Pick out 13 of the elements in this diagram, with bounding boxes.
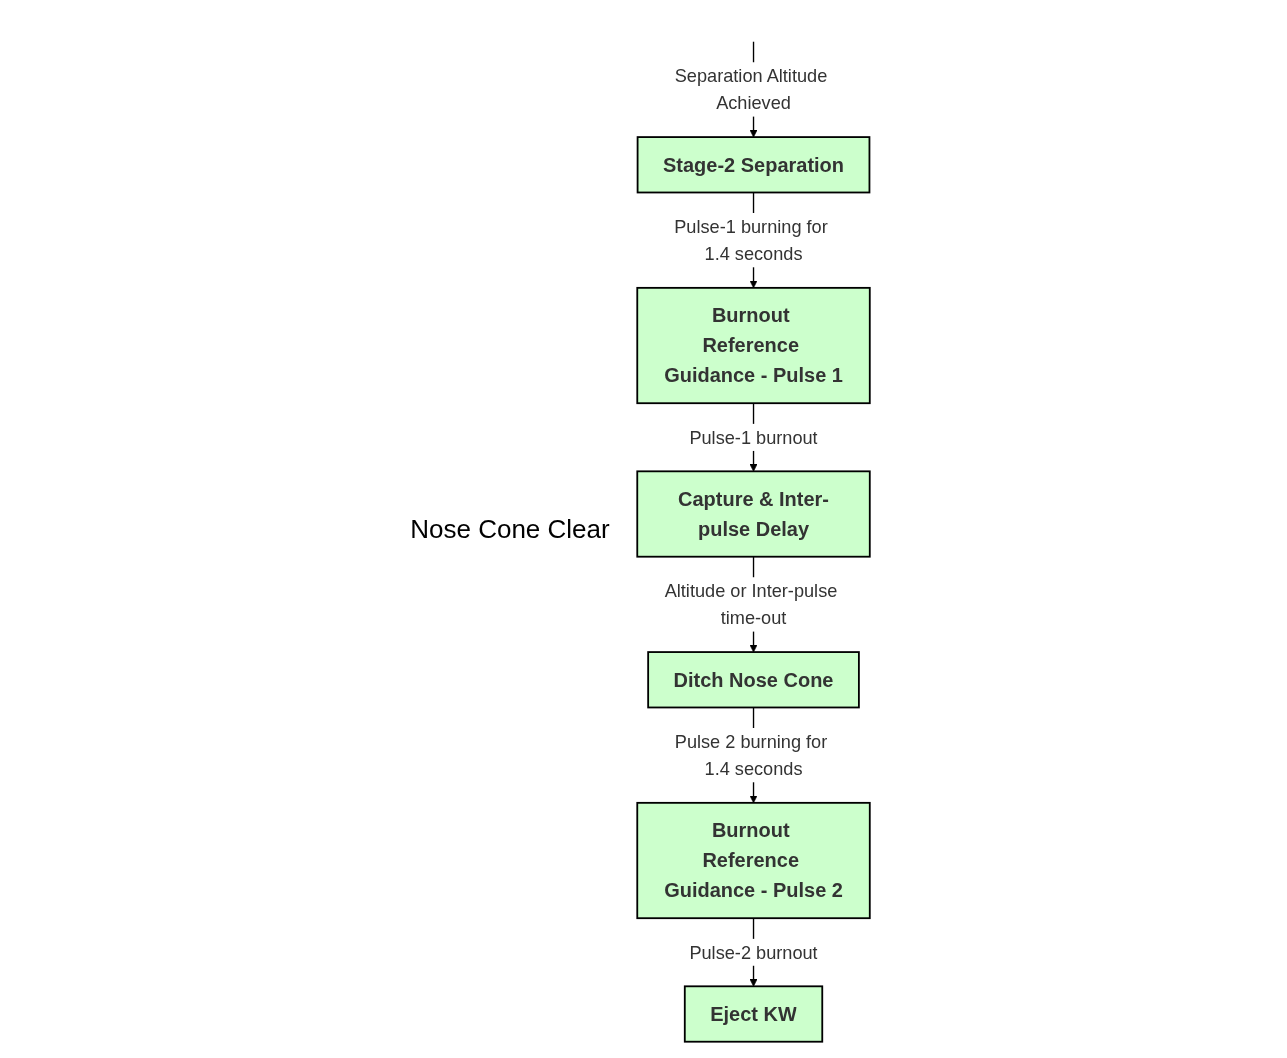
edge-label: Pulse 2 burning for 1.4 seconds [674,731,827,779]
edge-label: Pulse-1 burnout [689,427,818,448]
note-label: Nose Cone Clear [410,513,610,545]
node-box: Burnout Reference Guidance - Pulse 1 [636,286,871,405]
edge-label: Pulse-2 burnout [689,942,818,963]
edge-label: Pulse-1 burning for 1.4 seconds [673,216,828,264]
node-box: Capture & Inter-pulse Delay [636,470,871,558]
edge-label: Altitude or Inter-pulse time-out [664,580,838,628]
node-box: Eject KW [683,985,823,1043]
node-box: Stage-2 Separation [636,136,871,194]
node-box: Ditch Nose Cone [646,651,860,709]
edge-label: Separation Altitude Achieved [674,65,827,114]
node-box: Burnout Reference Guidance - Pulse 2 [636,801,871,920]
